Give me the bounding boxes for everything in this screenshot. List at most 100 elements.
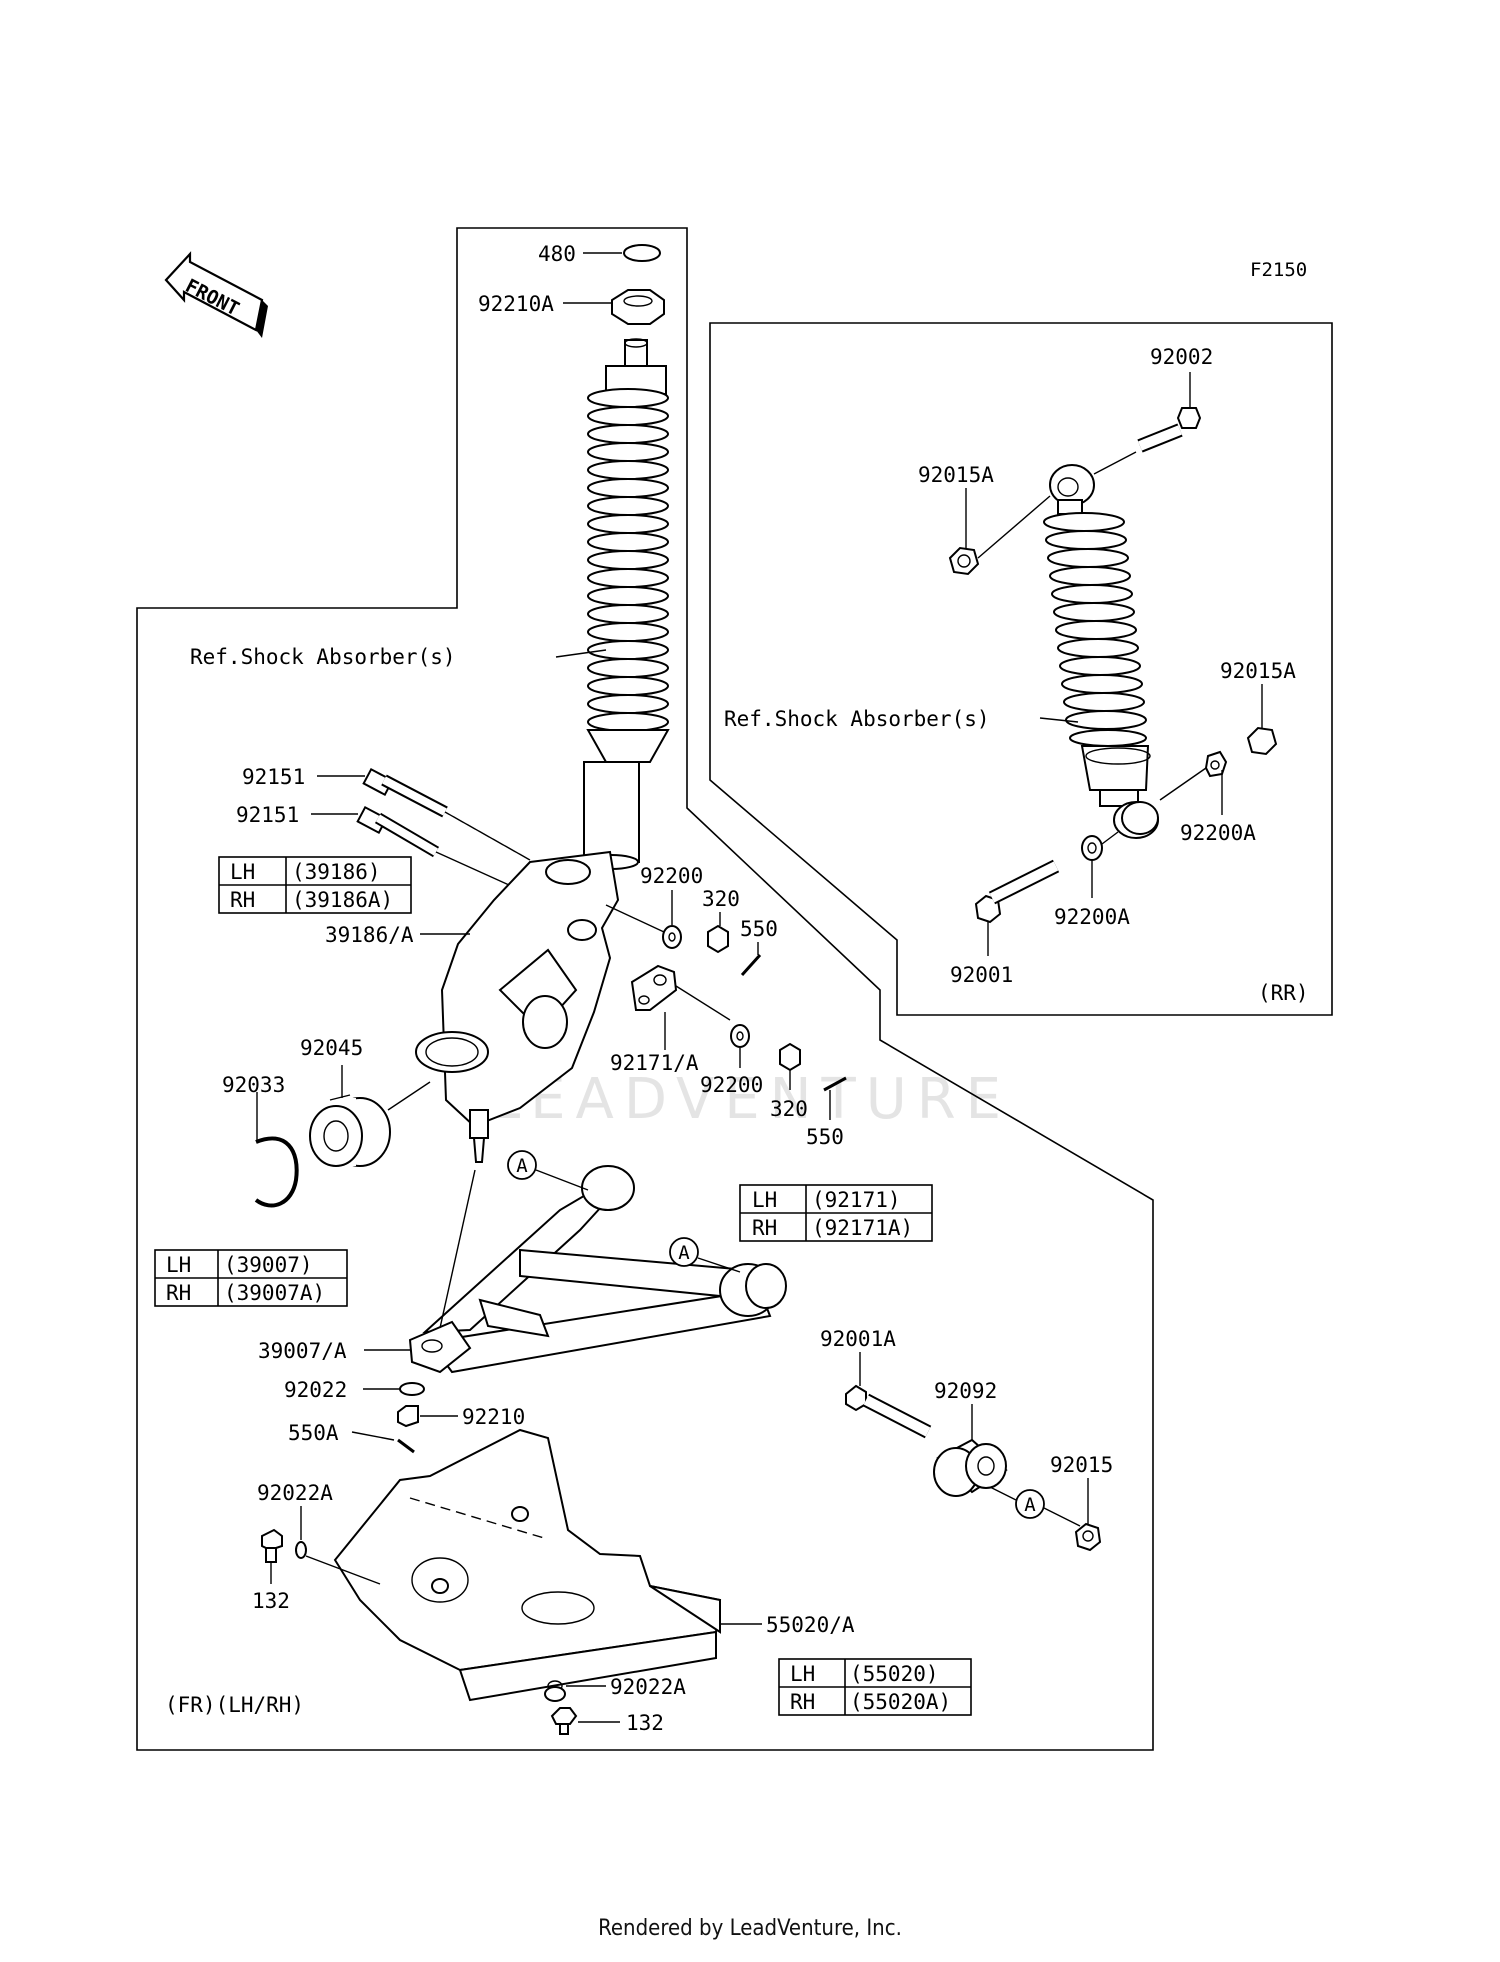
rear-shock-absorber <box>1043 464 1159 839</box>
bolt-92001a-icon <box>845 1384 932 1439</box>
nut-92210-icon <box>397 1405 419 1428</box>
rear-section-label: (RR) <box>1258 981 1309 1005</box>
washer-92200-upper-icon <box>662 925 682 949</box>
washer-92200-lower-icon <box>730 1024 750 1048</box>
nut-92015-icon <box>1074 1522 1102 1552</box>
front-arrow-icon: FRONT <box>164 251 268 338</box>
marker-a-lower: A <box>985 1484 1081 1527</box>
label-55020a: 55020/A <box>766 1613 855 1637</box>
bolt-92151-upper-icon <box>362 767 448 818</box>
nut-92015a-right-icon <box>1246 726 1278 756</box>
front-section-frame <box>136 227 1154 1751</box>
a-arm-39007 <box>408 1165 787 1374</box>
label-92210a: 92210A <box>478 292 554 316</box>
washer-92200a-right-icon <box>1204 750 1228 778</box>
washer-92022a-left-icon <box>295 1541 307 1559</box>
label-92002: 92002 <box>1150 345 1213 369</box>
label-320-lower: 320 <box>770 1097 808 1121</box>
front-shock-ref-label: Ref.Shock Absorber(s) <box>190 645 456 669</box>
rear-section-frame <box>709 322 1333 1016</box>
svg-text:A: A <box>1024 1494 1036 1516</box>
arm-row-rh-side: RH <box>166 1281 191 1305</box>
label-39186a: 39186/A <box>325 923 414 947</box>
nut-92210a-icon <box>611 289 665 325</box>
bushing-row-lh-side: LH <box>752 1188 777 1212</box>
bolt-132-bottom-icon <box>550 1707 578 1735</box>
washer-92022-icon <box>399 1382 425 1396</box>
svg-text:A: A <box>516 1155 528 1177</box>
front-shock-absorber <box>583 244 670 870</box>
label-92200a-right: 92200A <box>1180 821 1256 845</box>
label-550-lower: 550 <box>806 1125 844 1149</box>
bushing-lh-rh-table: LH (92171) RH (92171A) <box>739 1184 933 1242</box>
clip-480-icon <box>623 244 661 262</box>
marker-a-upper: A <box>507 1150 589 1191</box>
label-550a: 550A <box>288 1421 339 1445</box>
guard-row-rh-side: RH <box>790 1690 815 1714</box>
label-320-upper: 320 <box>702 887 740 911</box>
guard-lh-rh-table: LH (55020) RH (55020A) <box>778 1658 972 1716</box>
label-92151-lower: 92151 <box>236 803 299 827</box>
front-section-label: (FR)(LH/RH) <box>165 1693 304 1717</box>
cotter-pin-550a-icon <box>397 1438 415 1454</box>
nut-320-lower-icon <box>779 1042 801 1072</box>
knuckle-row-rh-side: RH <box>230 888 255 912</box>
label-39007a: 39007/A <box>258 1339 347 1363</box>
label-92001: 92001 <box>950 963 1013 987</box>
washer-92022a-bottom-icon <box>544 1686 566 1702</box>
knuckle-row-lh-part: (39186) <box>292 860 381 884</box>
bolt-92151-lower-icon <box>356 805 440 858</box>
label-92022: 92022 <box>284 1378 347 1402</box>
nut-92015a-top-icon <box>948 546 980 576</box>
diagram-code: F2150 <box>1250 259 1307 281</box>
bolt-92001-icon <box>974 859 1060 924</box>
bracket-92171-icon <box>630 964 678 1011</box>
bearing-92045-icon <box>309 1094 391 1167</box>
bushing-row-rh-part: (92171A) <box>812 1216 913 1240</box>
collar-92092-icon <box>933 1438 1008 1497</box>
knuckle-lh-rh-table: LH (39186) RH (39186A) <box>218 856 412 914</box>
label-92151-upper: 92151 <box>242 765 305 789</box>
arm-row-lh-side: LH <box>166 1253 191 1277</box>
label-92015a-top: 92015A <box>918 463 994 487</box>
front-shock-boot <box>587 388 669 732</box>
label-92092: 92092 <box>934 1379 997 1403</box>
bolt-92002-icon <box>1137 407 1202 453</box>
label-92045: 92045 <box>300 1036 363 1060</box>
label-92015: 92015 <box>1050 1453 1113 1477</box>
label-132-left: 132 <box>252 1589 290 1613</box>
arm-row-lh-part: (39007) <box>224 1253 313 1277</box>
guard-row-lh-part: (55020) <box>850 1662 939 1686</box>
arm-row-rh-part: (39007A) <box>224 1281 325 1305</box>
label-92171a: 92171/A <box>610 1051 699 1075</box>
label-132-bottom: 132 <box>626 1711 664 1735</box>
knuckle-row-rh-part: (39186A) <box>292 888 393 912</box>
skid-plate-55020 <box>333 1428 722 1702</box>
knuckle-row-lh-side: LH <box>230 860 255 884</box>
label-92200-upper: 92200 <box>640 864 703 888</box>
footer-credit: Rendered by LeadVenture, Inc. <box>598 1916 902 1941</box>
label-480: 480 <box>538 242 576 266</box>
steering-knuckle-39186 <box>415 850 620 1163</box>
label-92200a-bottom: 92200A <box>1054 905 1130 929</box>
guard-row-lh-side: LH <box>790 1662 815 1686</box>
label-92210: 92210 <box>462 1405 525 1429</box>
watermark: LEADVENTURE <box>489 1067 1011 1132</box>
guard-row-rh-part: (55020A) <box>850 1690 951 1714</box>
label-92001a: 92001A <box>820 1327 896 1351</box>
arm-lh-rh-table: LH (39007) RH (39007A) <box>154 1249 348 1307</box>
svg-text:A: A <box>678 1242 690 1264</box>
label-550-upper: 550 <box>740 917 778 941</box>
bushing-row-rh-side: RH <box>752 1216 777 1240</box>
marker-a-middle: A <box>669 1237 741 1273</box>
bushing-row-lh-part: (92171) <box>812 1188 901 1212</box>
label-92015a-right: 92015A <box>1220 659 1296 683</box>
circlip-92033-icon <box>254 1136 299 1208</box>
label-92033: 92033 <box>222 1073 285 1097</box>
rear-shock-ref-label: Ref.Shock Absorber(s) <box>724 707 990 731</box>
bolt-132-left-icon <box>261 1528 283 1563</box>
nut-320-upper-icon <box>707 924 729 954</box>
label-92200-lower: 92200 <box>700 1073 763 1097</box>
label-92022a-left: 92022A <box>257 1481 333 1505</box>
